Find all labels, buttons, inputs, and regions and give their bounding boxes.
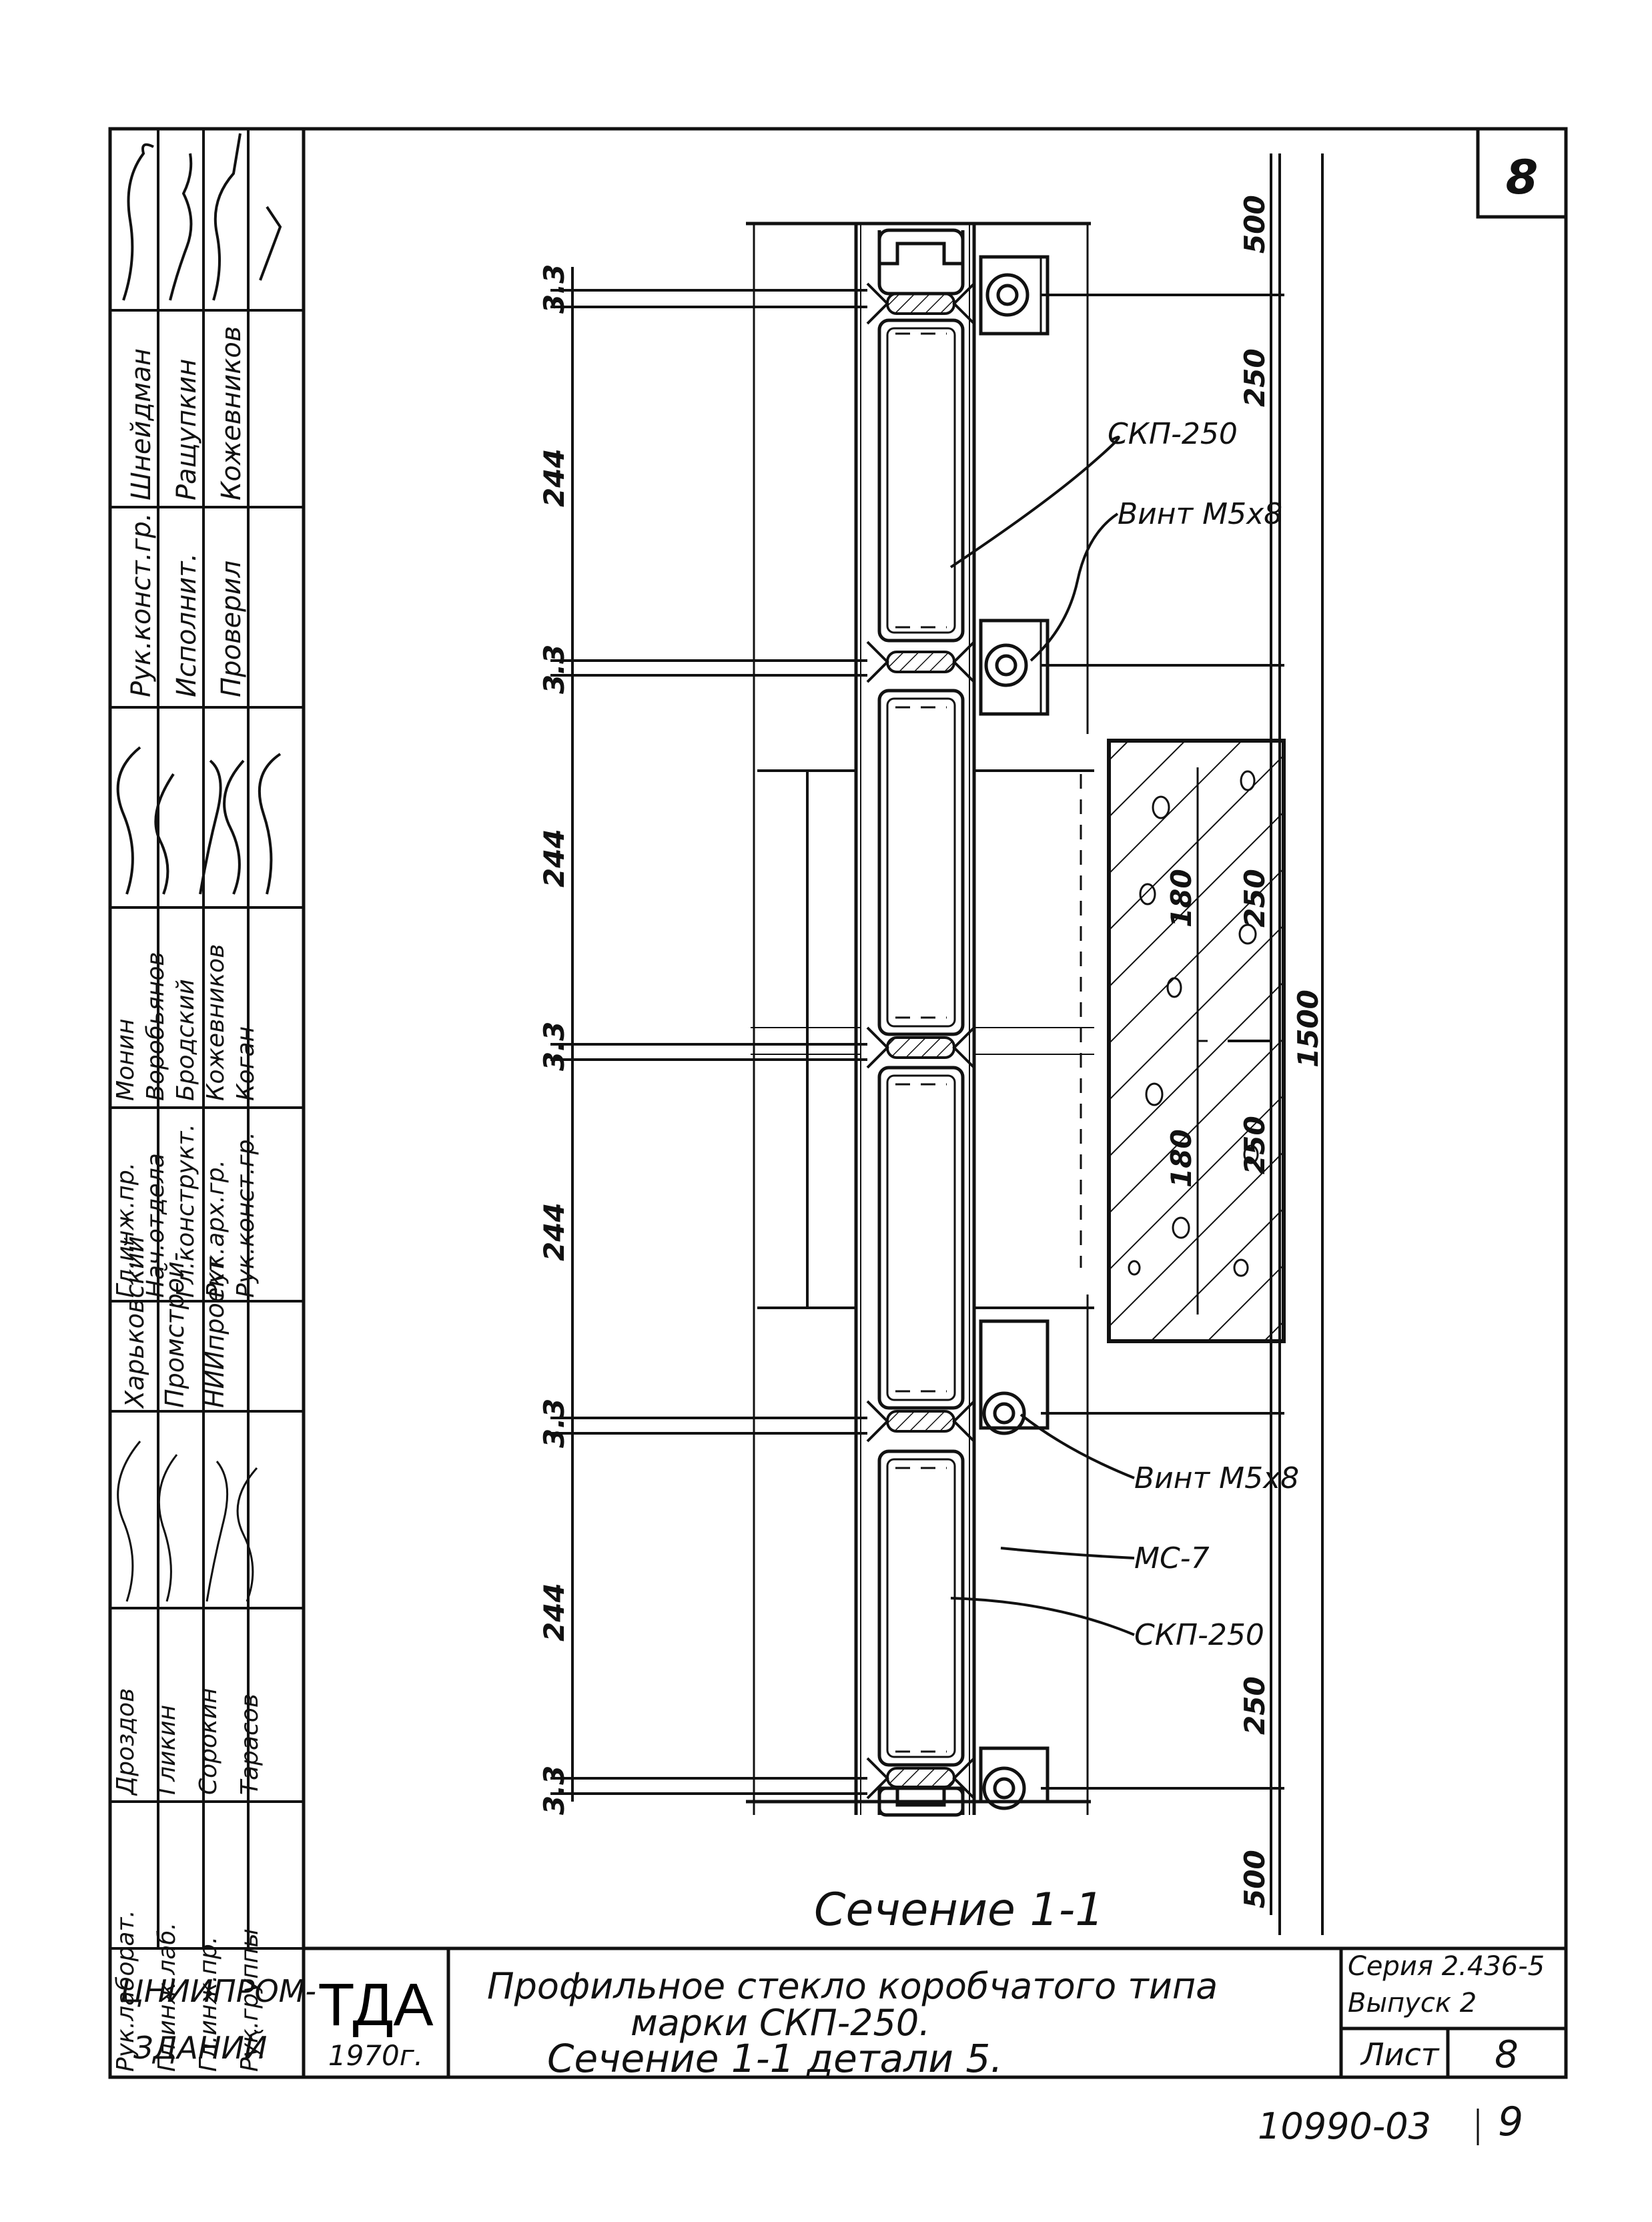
- stamp-institute-line: Харьковский: [120, 1236, 149, 1409]
- stamp-institute-line: НИИпроект: [200, 1256, 230, 1408]
- stamp-name: Кожевников: [216, 326, 247, 500]
- screws: [982, 273, 1029, 1810]
- org-short: ТДА: [318, 1972, 434, 2039]
- stamp-role: Гл.инж.пр.: [112, 1162, 139, 1298]
- title-block: [304, 1946, 1566, 2077]
- stamp-role: Гл.инж.пр.: [195, 1936, 222, 2072]
- title-line2: марки СКП-250.: [631, 2002, 930, 2044]
- dim-label: 250: [1238, 869, 1271, 928]
- signatures-2: [116, 746, 282, 895]
- screw-icon: [993, 1402, 1015, 1425]
- callout-screw-bottom: Винт М5х8: [1134, 1461, 1299, 1495]
- top-profile: [877, 230, 965, 1815]
- transom-lines: [751, 769, 1094, 1309]
- stamp-group2-names: Монин Воробьянов Бродский Кожевников Ког…: [112, 944, 260, 1101]
- issue: Выпуск 2: [1348, 1988, 1477, 2018]
- stamp-role: Рук.конст.гр.: [126, 512, 157, 697]
- title-line3: Сечение 1-1 детали 5.: [547, 2036, 1003, 2081]
- glass-section: [746, 222, 1091, 1817]
- screw-icon: [982, 1391, 1026, 1435]
- stamp-institute2: Харьковский Промстрой- НИИпроект: [120, 1236, 230, 1409]
- dim-label: 3.3: [538, 1022, 570, 1071]
- dim-label: 250: [1238, 1676, 1271, 1735]
- stamp-role: Гл.инж.лаб.: [153, 1922, 181, 2072]
- stamp-role: Рук.конст.гр.: [232, 1132, 260, 1298]
- stamp-name: Ращупкин: [171, 359, 202, 500]
- joint-seals: [866, 282, 975, 1800]
- dim-label: 3.3: [538, 645, 570, 694]
- stamp-role: Исполнит.: [171, 553, 202, 697]
- dim-label: 250: [1238, 1116, 1271, 1174]
- stamp-name: Монин: [112, 1018, 139, 1101]
- stamp-name: Бродский: [172, 979, 199, 1101]
- callout-ms7: МС-7: [1134, 1541, 1210, 1575]
- archive-number: 10990-03: [1258, 2105, 1431, 2147]
- left-dimension-chain: [550, 267, 867, 1802]
- right-dimension-labels: 500 250 250 180 180 250 250 500 1500: [1165, 195, 1324, 1908]
- stamp-name: Сорокин: [195, 1688, 222, 1795]
- title-line1: Профильное стекло коробчатого типа: [487, 1965, 1218, 2007]
- screw-icon: [993, 1777, 1015, 1800]
- dim-total: 1500: [1292, 990, 1324, 1068]
- signatures-3: [117, 1441, 258, 1602]
- dim-label: 500: [1238, 195, 1271, 254]
- callout-screw-top: Винт М5х8: [1118, 497, 1282, 531]
- stamp-role: Рук.группы: [236, 1928, 264, 2072]
- screw-icon: [996, 284, 1019, 306]
- series: Серия 2.436-5: [1348, 1951, 1545, 1982]
- callout-skp-bottom: СКП-250: [1134, 1618, 1264, 1652]
- stamp-group2-roles: Гл.инж.пр. Нач.отдела Гл.конструкт. Рук.…: [112, 1124, 260, 1298]
- screw-icon: [995, 654, 1017, 677]
- callout-labels: СКП-250 Винт М5х8 Винт М5х8 МС-7 СКП-250: [1108, 417, 1299, 1652]
- dim-label: 3.3: [538, 1399, 570, 1448]
- dim-label: 244: [538, 1202, 570, 1261]
- stamp-group1-names: Шнейдман Ращупкин Кожевников: [126, 326, 247, 500]
- stamp-name: Гликин: [153, 1705, 181, 1795]
- stamp-name: Тарасов: [236, 1694, 264, 1795]
- dim-label: 250: [1238, 348, 1271, 407]
- screw-icon: [984, 643, 1028, 687]
- dim-label: 3.3: [538, 1766, 570, 1815]
- dim-label: 244: [538, 448, 570, 507]
- stamp-name: Кожевников: [202, 944, 230, 1101]
- stamp-role: Нач.отдела: [142, 1153, 169, 1298]
- stamp-role: Рук.арх.гр.: [202, 1160, 230, 1298]
- callout-skp-top: СКП-250: [1108, 417, 1238, 451]
- dim-label: 3.3: [538, 264, 570, 314]
- institute-line2: ЗДАНИЙ: [133, 2030, 267, 2066]
- left-dimension-labels: 3.3 244 3.3 244 3.3 244 3.3 244 3.3: [538, 264, 570, 1815]
- section-caption: Сечение 1-1: [814, 1884, 1104, 1936]
- stamp-group3-names: Дроздов Гликин Сорокин Тарасов: [112, 1688, 264, 1796]
- sheet-frame: [108, 127, 1568, 2079]
- stamp-group3-roles: Рук.лаборат. Гл.инж.лаб. Гл.инж.пр. Рук.…: [112, 1910, 264, 2072]
- sheet-number-box-text: 8: [1506, 150, 1539, 205]
- dim-label: 180: [1165, 1129, 1198, 1188]
- page-number: 9: [1498, 2099, 1523, 2145]
- signatures-1: [122, 133, 282, 301]
- stamp-name: Дроздов: [112, 1688, 139, 1796]
- stamp-role: Гл.конструкт.: [172, 1124, 199, 1298]
- stamp-group1-roles: Рук.конст.гр. Исполнит. Проверил: [126, 512, 247, 697]
- dim-label: 244: [538, 829, 570, 887]
- screw-icon: [982, 1766, 1026, 1810]
- callout-leaders: [949, 436, 1135, 1636]
- brackets: [979, 255, 1050, 1804]
- stamp-name: Воробьянов: [142, 952, 169, 1101]
- stamp-role: Рук.лаборат.: [112, 1910, 139, 2072]
- right-dimension-chain: [1041, 153, 1284, 1915]
- side-stamp: [110, 129, 304, 1950]
- screw-icon: [985, 273, 1029, 317]
- dim-label: 244: [538, 1583, 570, 1641]
- stamp-role: Проверил: [216, 561, 247, 697]
- institute-line1: ЦНИИПРОМ-: [120, 1973, 316, 2009]
- stamp-name: Коган: [232, 1026, 260, 1101]
- sheet-label: Лист: [1360, 2036, 1440, 2073]
- stamp-name: Шнейдман: [126, 348, 157, 500]
- dim-label: 180: [1165, 869, 1198, 928]
- sheet-value: 8: [1495, 2033, 1519, 2077]
- year: 1970г.: [328, 2039, 423, 2072]
- dim-label: 500: [1238, 1850, 1271, 1908]
- stamp-institute-line: Промстрой-: [160, 1252, 189, 1408]
